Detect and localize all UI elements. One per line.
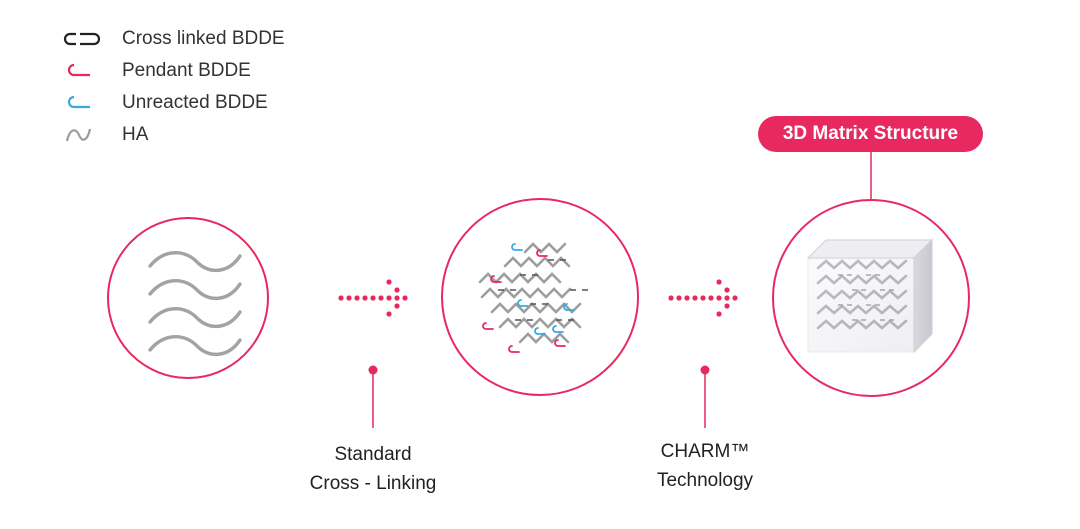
- connector-charm: [700, 365, 710, 428]
- pendant-icon: [67, 63, 90, 77]
- stage-ha-chains: [107, 217, 269, 379]
- charm-technology-label: CHARM™ Technology: [620, 437, 790, 495]
- legend-label: Pendant BDDE: [122, 60, 251, 81]
- matrix-structure-badge: 3D Matrix Structure: [758, 116, 983, 152]
- legend-item-ha: HA: [62, 120, 148, 150]
- connector-std: [368, 365, 378, 428]
- legend-item-unreacted: Unreacted BDDE: [62, 88, 268, 118]
- label-line: Technology: [656, 470, 754, 491]
- stage-matrix-cube: [772, 199, 970, 397]
- matrix-cube-icon: [806, 238, 934, 354]
- stage-circle: [107, 217, 269, 379]
- dotted-arrow-2: [668, 279, 738, 317]
- legend-item-pendant: Pendant BDDE: [62, 56, 251, 86]
- standard-crosslinking-label: Standard Cross - Linking: [282, 440, 464, 498]
- crosslink-icon: [63, 32, 101, 46]
- crosslinked-network-icon: [478, 242, 588, 353]
- label-line: CHARM™: [660, 441, 750, 462]
- legend-label: HA: [122, 124, 149, 145]
- stage-standard-network: [441, 198, 639, 396]
- ha-chains-icon: [148, 251, 242, 356]
- label-line: Cross - Linking: [309, 473, 437, 494]
- legend-label: Cross linked BDDE: [122, 28, 285, 49]
- legend-item-crosslinked: Cross linked BDDE: [62, 24, 285, 54]
- unreacted-icon: [67, 95, 90, 109]
- ha-wave-icon: [65, 128, 92, 142]
- legend-label: Unreacted BDDE: [122, 92, 268, 113]
- dotted-arrow-1: [338, 279, 408, 317]
- label-line: Standard: [334, 444, 412, 465]
- stage-circle: [441, 198, 639, 396]
